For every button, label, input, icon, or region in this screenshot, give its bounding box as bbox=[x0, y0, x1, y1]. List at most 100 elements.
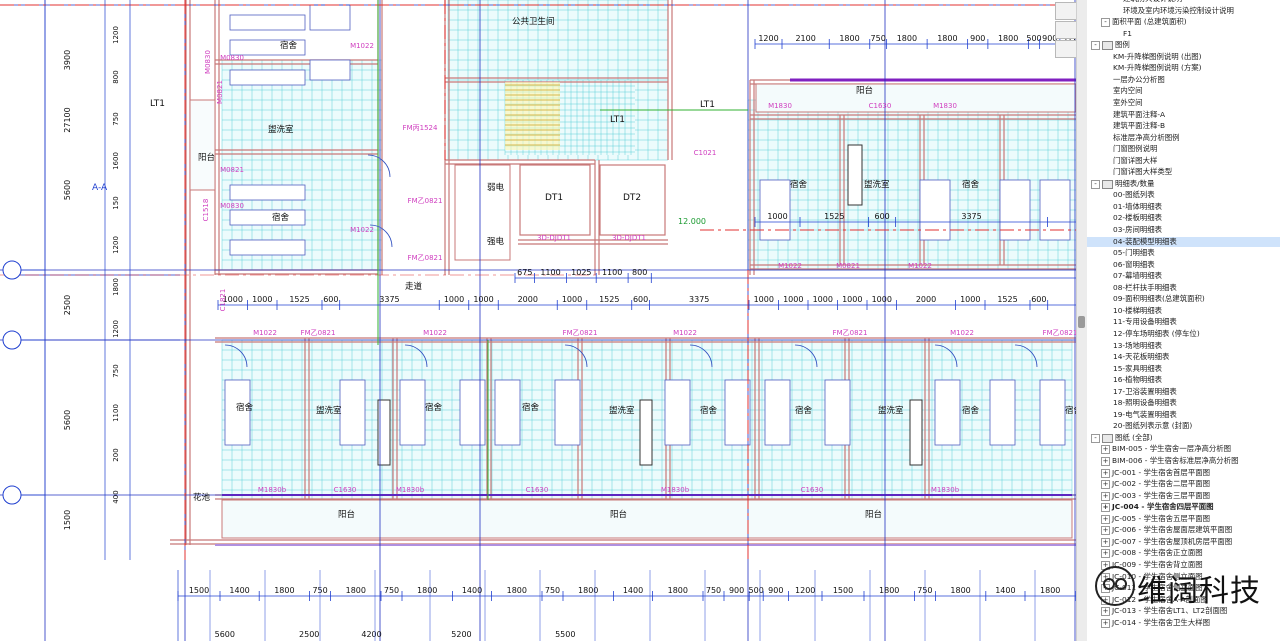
browser-item[interactable]: 09-面积明细表(总建筑面积) bbox=[1087, 294, 1280, 304]
wechat-icon bbox=[1095, 566, 1135, 606]
browser-item[interactable]: +JC-014 - 学生宿舍卫生大样图 bbox=[1087, 618, 1280, 628]
dimension-text: 1100 bbox=[540, 268, 560, 277]
browser-item[interactable]: 一层办公分析图 bbox=[1087, 75, 1280, 85]
collapse-icon[interactable]: - bbox=[1101, 18, 1110, 28]
expand-icon[interactable]: + bbox=[1101, 491, 1110, 501]
dimension-text: 750 bbox=[112, 364, 120, 377]
browser-item[interactable]: 11-专用设备明细表 bbox=[1087, 317, 1280, 327]
browser-item[interactable]: 07-幕墙明细表 bbox=[1087, 271, 1280, 281]
door-tag: M1830b bbox=[258, 486, 287, 494]
browser-item[interactable]: +JC-013 - 学生宿舍LT1、LT2剖面图 bbox=[1087, 606, 1280, 617]
canvas-scrollbar[interactable] bbox=[1076, 0, 1087, 641]
browser-item[interactable]: +JC-004 - 学生宿舍四层平面图 bbox=[1087, 502, 1280, 513]
browser-item[interactable]: KM-升降梯图例说明 (方案) bbox=[1087, 63, 1280, 73]
dimension-text: 1525 bbox=[599, 295, 619, 304]
orbit-icon[interactable] bbox=[1055, 40, 1077, 58]
navigation-bar[interactable] bbox=[1052, 0, 1078, 60]
door-tag: M1022 bbox=[673, 329, 697, 337]
browser-item-label: 标准层净高分析图例 bbox=[1113, 132, 1180, 142]
browser-item[interactable]: 建筑平面注释-A bbox=[1087, 110, 1280, 120]
browser-item[interactable]: 门窗图例说明 bbox=[1087, 144, 1280, 154]
browser-item[interactable]: 14-天花板明细表 bbox=[1087, 352, 1280, 362]
browser-item[interactable]: 20-图纸列表示意 (封面) bbox=[1087, 421, 1280, 431]
expand-icon[interactable]: + bbox=[1101, 514, 1110, 524]
browser-item[interactable]: 00-图纸列表 bbox=[1087, 190, 1280, 200]
browser-item-label: 09-面积明细表(总建筑面积) bbox=[1113, 294, 1205, 304]
browser-item[interactable]: -面积平面 (总建筑面积) bbox=[1087, 17, 1280, 28]
browser-item-label: 图纸 (全部) bbox=[1115, 432, 1153, 442]
door-tag: M1830 bbox=[933, 102, 957, 110]
room-label: 盥洗室 bbox=[609, 405, 635, 416]
pan-icon[interactable] bbox=[1055, 21, 1077, 39]
browser-item[interactable]: 19-电气装置明细表 bbox=[1087, 410, 1280, 420]
browser-item[interactable]: +BIM-005 - 学生宿舍一层净高分析图 bbox=[1087, 444, 1280, 455]
scrollbar-thumb[interactable] bbox=[1078, 316, 1085, 328]
browser-item[interactable]: 02-楼板明细表 bbox=[1087, 213, 1280, 223]
browser-item[interactable]: 06-窗明细表 bbox=[1087, 260, 1280, 270]
browser-item[interactable]: 门窗详图大样 bbox=[1087, 156, 1280, 166]
browser-item[interactable]: - 图纸 (全部) bbox=[1087, 433, 1280, 443]
bed-block bbox=[229, 239, 306, 256]
project-browser[interactable]: 建筑防火设计说明环境及室内环境污染控制设计说明-面积平面 (总建筑面积)F1-图… bbox=[1087, 0, 1280, 641]
expand-icon[interactable]: + bbox=[1101, 457, 1110, 466]
collapse-icon[interactable]: - bbox=[1091, 41, 1100, 51]
browser-item[interactable]: 门窗详图大样类型 bbox=[1087, 167, 1280, 177]
room-label: 宿舍 bbox=[962, 179, 980, 190]
browser-item[interactable]: 01-墙体明细表 bbox=[1087, 202, 1280, 212]
browser-item[interactable]: 室内空间 bbox=[1087, 86, 1280, 96]
browser-item-label: JC-006 - 学生宿舍屋面层建筑平面图 bbox=[1112, 525, 1233, 535]
expand-icon[interactable]: + bbox=[1101, 526, 1110, 536]
browser-item[interactable]: 10-楼梯明细表 bbox=[1087, 306, 1280, 316]
browser-item[interactable]: +JC-005 - 学生宿舍五层平面图 bbox=[1087, 514, 1280, 524]
browser-item[interactable]: 18-照明设备明细表 bbox=[1087, 398, 1280, 408]
expand-icon[interactable]: + bbox=[1101, 618, 1110, 628]
browser-item[interactable]: -明细表/数量 bbox=[1087, 179, 1280, 189]
browser-item[interactable]: 标准层净高分析图例 bbox=[1087, 133, 1280, 143]
browser-item[interactable]: +JC-006 - 学生宿舍屋面层建筑平面图 bbox=[1087, 525, 1280, 536]
browser-item[interactable]: 03-房间明细表 bbox=[1087, 225, 1280, 235]
browser-item[interactable]: 建筑防火设计说明 bbox=[1087, 0, 1280, 4]
browser-item[interactable]: 建筑平面注释-B bbox=[1087, 121, 1280, 131]
browser-item-label: 18-照明设备明细表 bbox=[1113, 398, 1177, 408]
browser-item[interactable]: 13-场地明细表 bbox=[1087, 341, 1280, 351]
door-tag: FM乙0821 bbox=[563, 329, 598, 337]
door-tag: M1830b bbox=[396, 486, 425, 494]
dimension-text: 1400 bbox=[462, 586, 482, 595]
browser-item[interactable]: +JC-001 - 学生宿舍首层平面图 bbox=[1087, 468, 1280, 478]
browser-item[interactable]: -图例 bbox=[1087, 40, 1280, 51]
browser-item[interactable]: KM-升降梯图例说明 (出图) bbox=[1087, 52, 1280, 62]
browser-item[interactable]: 环境及室内环境污染控制设计说明 bbox=[1087, 6, 1280, 16]
browser-item[interactable]: 15-家具明细表 bbox=[1087, 364, 1280, 374]
browser-item[interactable]: +BIM-006 - 学生宿舍标准层净高分析图 bbox=[1087, 456, 1280, 466]
browser-item[interactable]: 室外空间 bbox=[1087, 98, 1280, 108]
browser-item[interactable]: F1 bbox=[1087, 29, 1280, 39]
browser-item-label: 17-卫浴装置明细表 bbox=[1113, 386, 1177, 396]
dimension-text: 400 bbox=[112, 490, 120, 503]
browser-item[interactable]: 12-停车场明细表 (停车位) bbox=[1087, 329, 1280, 339]
drawing-canvas[interactable]: 1200210018007501800180090018005009001200… bbox=[0, 0, 1078, 641]
browser-item[interactable]: 08-栏杆扶手明细表 bbox=[1087, 283, 1280, 293]
collapse-icon[interactable]: - bbox=[1091, 433, 1100, 443]
expand-icon[interactable]: + bbox=[1101, 537, 1110, 547]
zoom-icon[interactable] bbox=[1055, 2, 1077, 20]
expand-icon[interactable]: + bbox=[1101, 549, 1110, 559]
browser-item[interactable]: 17-卫浴装置明细表 bbox=[1087, 387, 1280, 397]
dimension-text: 1200 bbox=[795, 586, 815, 595]
browser-item[interactable]: +JC-008 - 学生宿舍正立面图 bbox=[1087, 548, 1280, 559]
browser-item[interactable]: 16-植物明细表 bbox=[1087, 375, 1280, 385]
browser-item[interactable]: 05-门明细表 bbox=[1087, 248, 1280, 258]
expand-icon[interactable]: + bbox=[1101, 468, 1110, 478]
browser-item[interactable]: +JC-002 - 学生宿舍二层平面图 bbox=[1087, 479, 1280, 490]
floor-plan-drawing[interactable]: 1200210018007501800180090018005009001200… bbox=[0, 0, 1078, 641]
browser-item[interactable]: +JC-007 - 学生宿舍屋顶机房层平面图 bbox=[1087, 537, 1280, 547]
expand-icon[interactable]: + bbox=[1101, 503, 1110, 513]
expand-icon[interactable]: + bbox=[1101, 445, 1110, 455]
expand-icon[interactable]: + bbox=[1101, 607, 1110, 617]
browser-item-label: 室内空间 bbox=[1113, 86, 1143, 96]
collapse-icon[interactable]: - bbox=[1091, 179, 1100, 189]
browser-item[interactable]: +JC-003 - 学生宿舍三层平面图 bbox=[1087, 491, 1280, 501]
room-label: 宿舍 bbox=[790, 179, 808, 190]
expand-icon[interactable]: + bbox=[1101, 480, 1110, 490]
browser-item[interactable]: 04-装配模型明细表 bbox=[1087, 236, 1280, 247]
bed-block bbox=[399, 379, 426, 446]
